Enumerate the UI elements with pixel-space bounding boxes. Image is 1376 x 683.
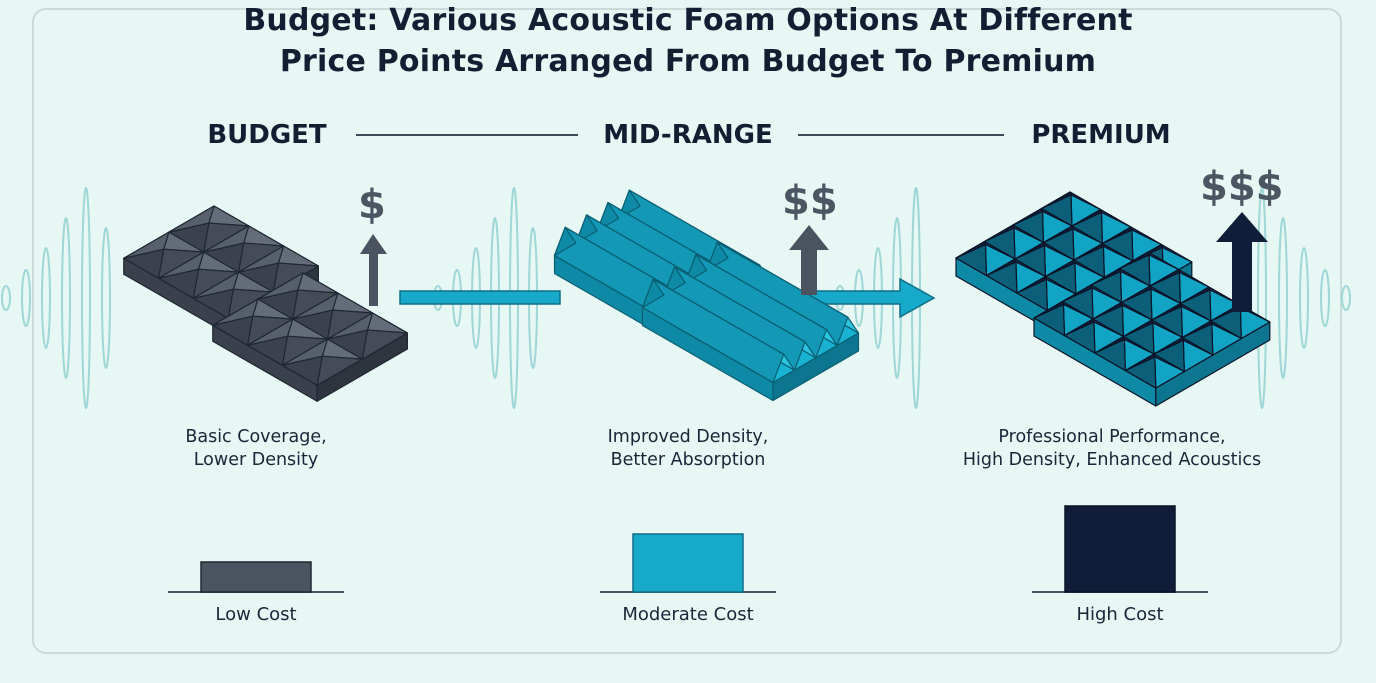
price-sign-premium: $$$	[1200, 164, 1284, 210]
header-connector-1	[356, 134, 578, 136]
cost-bar-low	[200, 561, 312, 593]
mid-range-foam-panels	[553, 189, 860, 402]
progression-arrow	[399, 277, 936, 319]
desc-mid-line-1: Improved Density,	[607, 427, 769, 447]
content-frame	[32, 8, 1342, 654]
cost-bar-moderate	[632, 533, 744, 593]
budget-foam-panels	[123, 205, 408, 402]
mid-range-price-arrow	[789, 225, 829, 295]
title-line-1: Budget: Various Acoustic Foam Options At…	[243, 3, 1133, 38]
price-sign-budget: $	[358, 182, 386, 228]
budget-price-arrow	[360, 234, 387, 306]
premium-price-arrow	[1216, 212, 1268, 312]
desc-budget: Basic Coverage, Lower Density	[46, 426, 466, 472]
cost-label-low: Low Cost	[215, 604, 297, 625]
cost-label-moderate: Moderate Cost	[622, 604, 754, 625]
tier-label-budget: BUDGET	[207, 120, 327, 150]
desc-premium-line-1: Professional Performance,	[998, 427, 1226, 447]
desc-mid-range: Improved Density, Better Absorption	[478, 426, 898, 472]
desc-premium: Professional Performance, High Density, …	[902, 426, 1322, 472]
desc-budget-line-1: Basic Coverage,	[185, 427, 327, 447]
desc-budget-line-2: Lower Density	[193, 450, 319, 470]
cost-label-high: High Cost	[1076, 604, 1164, 625]
page-title: Budget: Various Acoustic Foam Options At…	[0, 0, 1376, 82]
header-connector-2	[798, 134, 1004, 136]
price-sign-mid-range: $$	[782, 178, 838, 224]
cost-bar-high	[1064, 505, 1176, 593]
cost-bars	[168, 505, 1208, 593]
desc-mid-line-2: Better Absorption	[610, 450, 766, 470]
tier-label-premium: PREMIUM	[1031, 120, 1171, 150]
title-line-2: Price Points Arranged From Budget To Pre…	[279, 44, 1097, 79]
premium-foam-panels	[955, 191, 1271, 407]
desc-premium-line-2: High Density, Enhanced Acoustics	[962, 450, 1262, 470]
tier-label-mid-range: MID-RANGE	[603, 120, 773, 150]
